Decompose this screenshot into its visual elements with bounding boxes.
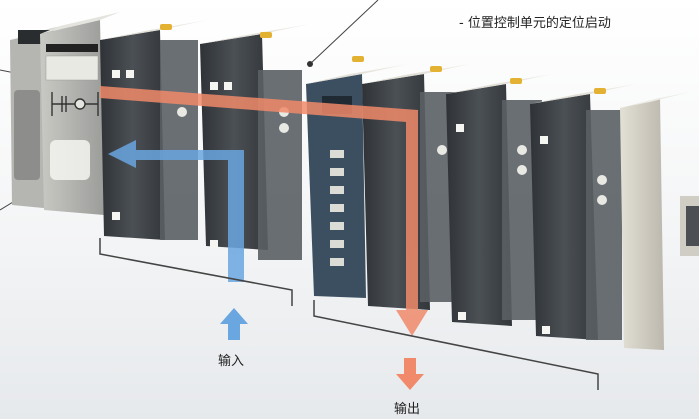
module-locks xyxy=(160,24,606,94)
callout-line-top xyxy=(309,0,379,65)
position-control-unit xyxy=(306,64,408,298)
output-bracket xyxy=(313,300,599,390)
io-module-1 xyxy=(100,20,208,240)
io-module-5 xyxy=(530,84,636,340)
end-cover xyxy=(620,92,699,350)
input-indicator-arrow xyxy=(220,308,248,340)
output-indicator-arrow xyxy=(396,358,424,390)
input-label: 输入 xyxy=(218,354,245,369)
output-label: 输出 xyxy=(394,402,421,417)
input-flow-arrow xyxy=(108,140,244,282)
ladder-contact-icon xyxy=(51,92,99,116)
output-flow-arrow xyxy=(100,86,428,336)
input-bracket xyxy=(99,238,293,306)
cpu-unit xyxy=(40,12,120,215)
position-control-note: - 位置控制单元的定位启动 xyxy=(459,16,611,31)
callout-dot-top xyxy=(307,61,313,67)
